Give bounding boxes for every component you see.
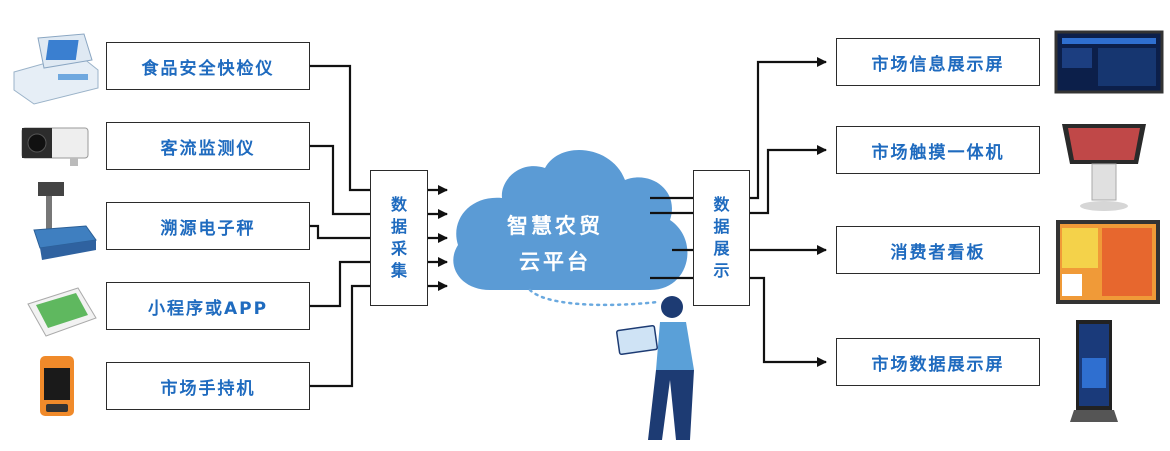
consumer-board-icon (1056, 220, 1160, 304)
collect-char-4: 集 (390, 261, 407, 280)
input-box-food-safety-tester[interactable]: 食品安全快检仪 (106, 42, 310, 90)
data-collect-box[interactable]: 数 据 采 集 (370, 170, 428, 306)
connector-app (310, 260, 370, 308)
input-connectors (310, 64, 370, 388)
display-char-3: 展 (713, 239, 730, 258)
display-char-4: 示 (713, 261, 730, 280)
output-box-info-screen[interactable]: 市场信息展示屏 (836, 38, 1040, 86)
output-connectors (750, 57, 827, 367)
touch-kiosk-icon (1062, 124, 1146, 211)
connector-food-tester (310, 64, 370, 192)
connector-data-screen (750, 276, 827, 367)
connector-scale (310, 224, 370, 240)
connector-handheld (310, 284, 370, 388)
collect-arrows (428, 185, 448, 291)
output-box-touch-kiosk[interactable]: 市场触摸一体机 (836, 126, 1040, 174)
connector-camera (310, 144, 370, 216)
collect-char-2: 据 (390, 217, 407, 236)
input-box-traceability-scale[interactable]: 溯源电子秤 (106, 202, 310, 250)
handheld-terminal-icon (40, 356, 74, 416)
platform-title-line2: 云平台 (519, 250, 591, 274)
connector-touch-kiosk (750, 145, 827, 215)
display-char-1: 数 (713, 195, 730, 214)
input-box-mini-program-app[interactable]: 小程序或APP (106, 282, 310, 330)
input-box-traffic-monitor[interactable]: 客流监测仪 (106, 122, 310, 170)
cloud-connectors (650, 196, 693, 280)
collect-char-3: 采 (390, 239, 407, 258)
person-with-laptop-icon (616, 296, 694, 440)
display-char-2: 据 (713, 217, 730, 236)
connector-info-screen (750, 57, 827, 200)
output-box-data-screen[interactable]: 市场数据展示屏 (836, 338, 1040, 386)
data-display-box[interactable]: 数 据 展 示 (693, 170, 750, 306)
output-box-consumer-board[interactable]: 消费者看板 (836, 226, 1040, 274)
standing-display-icon (1070, 320, 1118, 422)
info-display-screen-icon (1054, 30, 1164, 94)
electronic-scale-icon (33, 182, 97, 260)
collect-char-1: 数 (390, 195, 407, 214)
platform-title-line1: 智慧农贸 (507, 214, 603, 238)
camera-icon (21, 127, 89, 166)
dotted-link (528, 288, 660, 307)
smartphone-icon (27, 287, 97, 337)
cloud-shape (453, 149, 688, 290)
food-safety-tester-icon (13, 33, 99, 105)
input-box-handheld-terminal[interactable]: 市场手持机 (106, 362, 310, 410)
